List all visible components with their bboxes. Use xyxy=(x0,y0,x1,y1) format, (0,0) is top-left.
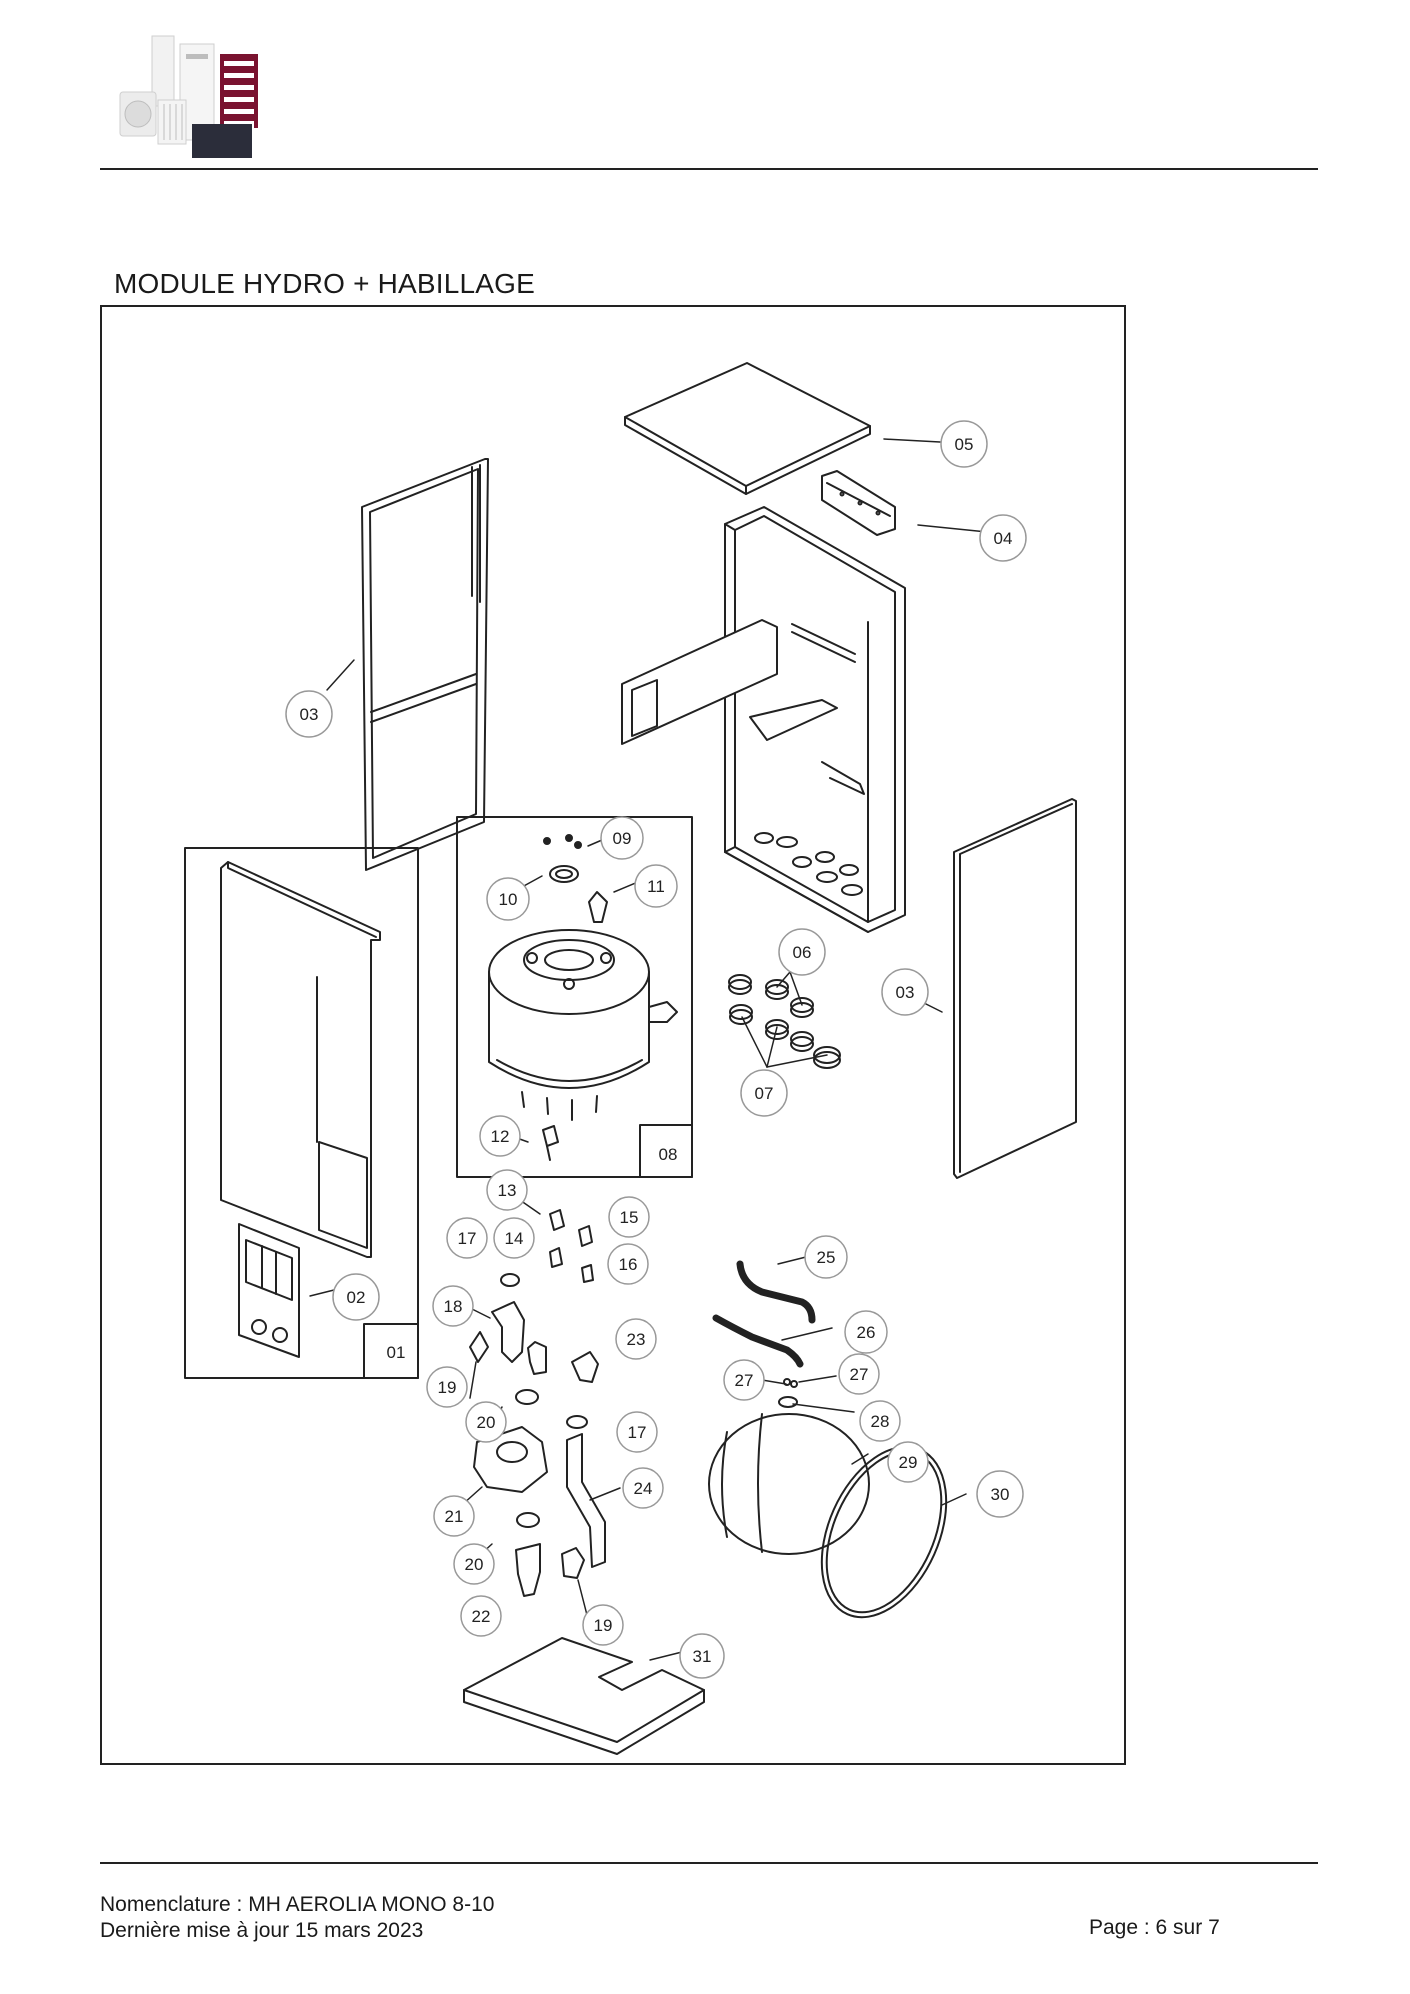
callout-16: 16 xyxy=(607,1243,649,1285)
exploded-parts-diagram: 05 04 03 09 11 10 06 03 07 12 08 13 15 1… xyxy=(100,305,1126,1765)
callout-29: 29 xyxy=(887,1441,929,1483)
footer-divider xyxy=(100,1862,1318,1864)
svg-text:22: 22 xyxy=(472,1607,491,1626)
callout-15: 15 xyxy=(608,1196,650,1238)
callout-08: 08 xyxy=(659,1145,678,1164)
part-front-panel-group xyxy=(184,847,419,1379)
callout-25: 25 xyxy=(804,1235,848,1279)
part-bottom-tray xyxy=(463,1637,705,1755)
svg-text:14: 14 xyxy=(505,1229,524,1248)
part-buffer-tank-group xyxy=(456,816,693,1178)
footer-update-date: Dernière mise à jour 15 mars 2023 xyxy=(100,1919,424,1942)
callout-labels: 05 04 03 09 11 10 06 03 07 12 08 13 15 1… xyxy=(285,420,1027,1679)
part-hoses-and-vessel xyxy=(708,1260,948,1619)
section-title: MODULE HYDRO + HABILLAGE xyxy=(114,268,536,299)
callout-27-left: 27 xyxy=(723,1359,765,1401)
svg-text:12: 12 xyxy=(491,1127,510,1146)
svg-text:27: 27 xyxy=(850,1365,869,1384)
callout-24: 24 xyxy=(622,1467,664,1509)
product-range-logo xyxy=(100,30,275,166)
svg-text:23: 23 xyxy=(627,1330,646,1349)
svg-text:13: 13 xyxy=(498,1181,517,1200)
callout-20-top: 20 xyxy=(465,1401,507,1443)
callout-22: 22 xyxy=(460,1595,502,1637)
callout-17-top: 17 xyxy=(446,1217,488,1259)
svg-text:16: 16 xyxy=(619,1255,638,1274)
svg-text:17: 17 xyxy=(628,1423,647,1442)
page-number: Page : 6 sur 7 xyxy=(1089,1916,1220,1939)
callout-20-bottom: 20 xyxy=(453,1543,495,1585)
svg-text:18: 18 xyxy=(444,1297,463,1316)
svg-text:29: 29 xyxy=(899,1453,918,1472)
svg-text:30: 30 xyxy=(991,1485,1010,1504)
callout-19-bottom: 19 xyxy=(582,1604,624,1646)
svg-text:19: 19 xyxy=(438,1378,457,1397)
svg-text:31: 31 xyxy=(693,1647,712,1666)
callout-12: 12 xyxy=(479,1115,521,1157)
svg-text:05: 05 xyxy=(955,435,974,454)
callout-18: 18 xyxy=(432,1285,474,1327)
svg-text:15: 15 xyxy=(620,1208,639,1227)
callout-19-top: 19 xyxy=(426,1366,468,1408)
callout-11: 11 xyxy=(634,864,678,908)
callout-26: 26 xyxy=(844,1310,888,1354)
footer-nomenclature: Nomenclature : MH AEROLIA MONO 8-10 xyxy=(100,1893,495,1916)
part-side-panel-right xyxy=(953,798,1077,1179)
callout-09: 09 xyxy=(600,816,644,860)
callout-23: 23 xyxy=(615,1318,657,1360)
callout-05: 05 xyxy=(940,420,988,468)
callout-03-left: 03 xyxy=(285,690,333,738)
svg-text:08: 08 xyxy=(659,1145,678,1164)
svg-text:21: 21 xyxy=(445,1507,464,1526)
callout-14: 14 xyxy=(493,1217,535,1259)
part-mounting-bracket xyxy=(821,470,896,536)
part-top-cover xyxy=(624,362,871,495)
svg-text:25: 25 xyxy=(817,1248,836,1267)
callout-30: 30 xyxy=(976,1470,1024,1518)
svg-text:20: 20 xyxy=(477,1413,496,1432)
callout-leaders xyxy=(309,438,988,1661)
callout-01: 01 xyxy=(387,1343,406,1362)
svg-text:02: 02 xyxy=(347,1288,366,1307)
callout-04: 04 xyxy=(979,514,1027,562)
callout-27-right: 27 xyxy=(838,1353,880,1395)
diagram-drawing: 05 04 03 09 11 10 06 03 07 12 08 13 15 1… xyxy=(184,362,1077,1755)
callout-31: 31 xyxy=(679,1633,725,1679)
svg-text:26: 26 xyxy=(857,1323,876,1342)
callout-07: 07 xyxy=(740,1069,788,1117)
callout-21: 21 xyxy=(433,1495,475,1537)
svg-text:11: 11 xyxy=(647,877,665,896)
svg-text:10: 10 xyxy=(499,890,518,909)
svg-text:07: 07 xyxy=(755,1084,774,1103)
callout-02: 02 xyxy=(332,1273,380,1321)
svg-text:17: 17 xyxy=(458,1229,477,1248)
svg-text:03: 03 xyxy=(300,705,319,724)
svg-text:06: 06 xyxy=(793,943,812,962)
callout-03-right: 03 xyxy=(881,968,929,1016)
svg-text:20: 20 xyxy=(465,1555,484,1574)
callout-28: 28 xyxy=(859,1400,901,1442)
svg-text:01: 01 xyxy=(387,1343,406,1362)
svg-text:09: 09 xyxy=(613,829,632,848)
svg-text:04: 04 xyxy=(994,529,1013,548)
part-chassis-frame xyxy=(621,506,906,933)
part-seal-rings xyxy=(728,974,841,1069)
svg-text:19: 19 xyxy=(594,1616,613,1635)
svg-text:27: 27 xyxy=(735,1371,754,1390)
part-side-panel-left xyxy=(361,458,489,871)
callout-06: 06 xyxy=(778,928,826,976)
svg-text:28: 28 xyxy=(871,1412,890,1431)
svg-text:24: 24 xyxy=(634,1479,653,1498)
header-divider xyxy=(100,168,1318,170)
callout-10: 10 xyxy=(486,877,530,921)
callout-17-bottom: 17 xyxy=(616,1411,658,1453)
callout-13: 13 xyxy=(486,1169,528,1211)
svg-text:03: 03 xyxy=(896,983,915,1002)
part-hydraulic-fittings xyxy=(469,1209,606,1597)
